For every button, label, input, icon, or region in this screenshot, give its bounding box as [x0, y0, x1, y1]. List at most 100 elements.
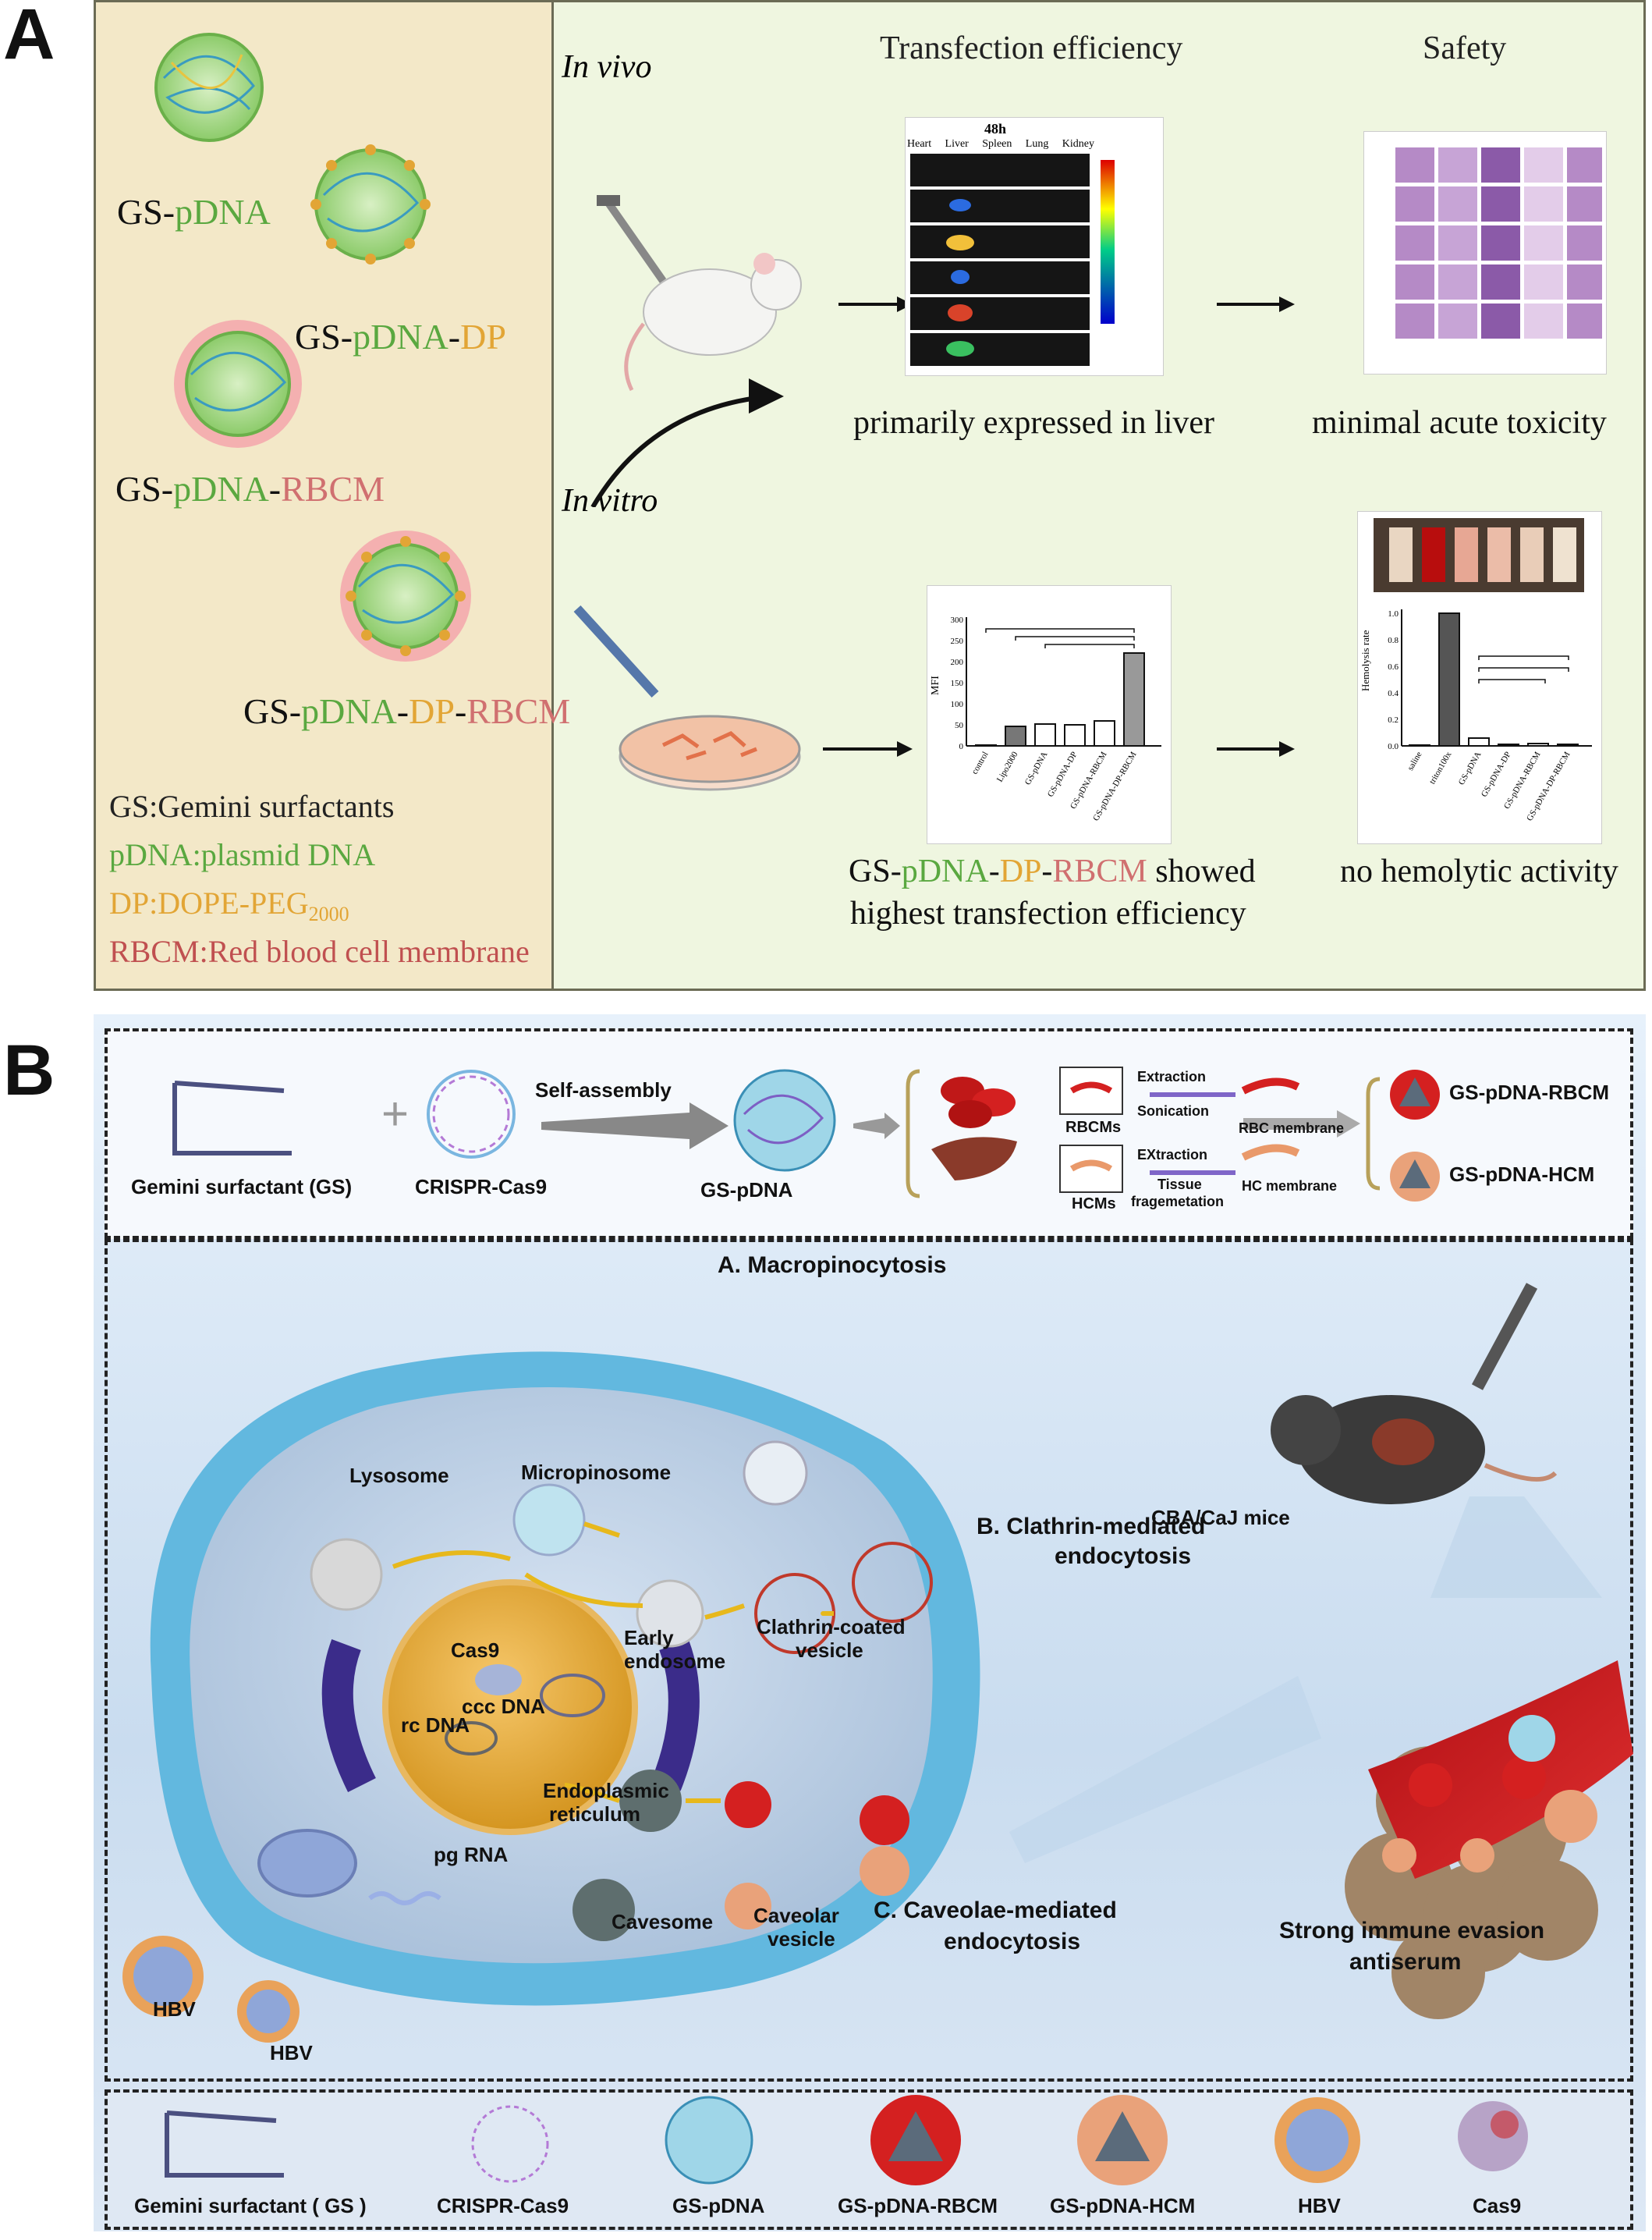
mfi-ytick: 0 — [959, 742, 964, 751]
er-right — [651, 1638, 700, 1791]
rc-dna-icon — [445, 1721, 498, 1755]
hemolysis-ytick: 0.0 — [1388, 742, 1399, 751]
nanoparticle-illustrations — [154, 33, 471, 662]
clathrin-label-1: B. Clathrin-mediated — [977, 1514, 1206, 1539]
rbc-membrane-label: RBC membrane — [1239, 1120, 1345, 1136]
hemolysis-ytick: 1.0 — [1388, 609, 1399, 619]
early-endosome-label-2: endosome — [624, 1649, 726, 1673]
hemolysis-ylabel: Hemolysis rate — [1360, 630, 1371, 691]
panel-b-letter: B — [3, 1031, 55, 1110]
immune-evasion-label-1: Strong immune evasion — [1279, 1918, 1545, 1944]
in-vivo-label: In vivo — [562, 49, 652, 85]
early-endosome-label-1: Early — [624, 1626, 674, 1649]
tissue-label: Tissue — [1157, 1177, 1202, 1192]
histology-figure — [1363, 131, 1607, 375]
hemolysis-bar — [1527, 743, 1549, 747]
hemolysis-bar — [1438, 612, 1460, 747]
extraction2-label: EXtraction — [1137, 1147, 1208, 1163]
organ-heart: Heart — [907, 138, 932, 150]
mfi-bar — [975, 744, 997, 747]
caveolar-vesicle-label-1: Caveolar — [753, 1904, 839, 1927]
caveolar-vesicle-label-2: vesicle — [768, 1927, 835, 1951]
hbv-label-2: HBV — [270, 2041, 313, 2064]
gs-pdna-rbcm-label: GS-pDNA-RBCM — [115, 469, 385, 509]
ivis-imaging-figure: 48h Heart Liver Spleen Lung Kidney — [905, 117, 1164, 376]
legend-cas9-icon — [1458, 2101, 1528, 2171]
hemolysis-ytick: 0.4 — [1388, 689, 1399, 698]
fragmentation-label: fragemetation — [1131, 1194, 1225, 1209]
gs-top-label: Gemini surfactant (GS) — [131, 1175, 353, 1198]
caveolae-label-2: endocytosis — [944, 1929, 1081, 1954]
mouse-injection-icon — [597, 195, 802, 392]
mfi-ytick: 250 — [951, 637, 964, 646]
caveolar-vesicle-icon — [725, 1781, 909, 1929]
organ-liver: Liver — [945, 138, 969, 150]
mfi-ylabel: MFI — [930, 676, 941, 695]
hemolysis-category: GS-pDNA — [1457, 750, 1484, 786]
nucleus — [382, 1579, 638, 1835]
legend-label-crispr: CRISPR-Cas9 — [437, 2194, 569, 2217]
clathrin-label-2: endocytosis — [1055, 1543, 1192, 1569]
crispr-top-label: CRISPR-Cas9 — [415, 1175, 548, 1198]
gs-pdna-rbcm-particle-icon — [174, 320, 302, 448]
hemolysis-ytick: 0.8 — [1388, 636, 1399, 645]
legend-label-gs-pdna: GS-pDNA — [672, 2194, 765, 2217]
gs-pdna-dp-particle-icon — [310, 144, 431, 264]
legend-icons — [165, 2095, 1528, 2185]
panel-a-letter: A — [3, 0, 55, 74]
self-assembly-arrow — [541, 1102, 729, 1149]
hemolysis-chart: Hemolysis rate 0.0 0.2 0.4 0.6 0.8 1.0 s… — [1357, 511, 1602, 844]
hemolysis-category: triton100x — [1427, 750, 1454, 786]
legend-gs-icon — [165, 2110, 284, 2178]
red-blood-cells-icon — [941, 1077, 1016, 1128]
mfi-bar — [1123, 652, 1145, 747]
in-vivo-flow — [590, 195, 1295, 507]
mfi-bar — [1005, 726, 1026, 747]
rc-dna-label: rc DNA — [401, 1713, 470, 1737]
heading-transfection: Transfection efficiency — [880, 30, 1183, 66]
rbcms-box — [1059, 1067, 1123, 1115]
hbv-label-1: HBV — [153, 1997, 196, 2021]
self-assembly-label: Self-assembly — [535, 1078, 672, 1102]
mouse-icon — [1271, 1395, 1558, 1504]
blood-vessel-icon — [1368, 1660, 1633, 1879]
mfi-category: Lipo2000 — [995, 750, 1020, 783]
gs-pdna-label: GS-pDNA — [117, 192, 271, 232]
legend-label-cas9: Cas9 — [1473, 2194, 1522, 2217]
syringe-icon — [1471, 1283, 1538, 1390]
pg-rna-icon — [368, 1891, 441, 1905]
mfi-category: GS-pDNA — [1023, 750, 1050, 786]
legend-hbv-icon — [1274, 2097, 1360, 2183]
mechanism-box — [105, 1239, 1633, 2082]
gs-pdna-dp-rbcm-label: GS-pDNA-DP-RBCM — [243, 691, 571, 731]
ccc-dna-label: ccc DNA — [462, 1695, 545, 1718]
legend-gs-pdna-hcm-icon — [1077, 2095, 1168, 2185]
gs-pdna-dp-rbcm-particle-icon — [340, 531, 471, 662]
legend-pdna: pDNA:plasmid DNA — [109, 837, 376, 872]
rbcms-label: RBCMs — [1065, 1119, 1122, 1136]
caveolae-label-1: C. Caveolae-mediated — [874, 1897, 1117, 1923]
mfi-ytick: 300 — [951, 616, 964, 625]
preparation-box — [105, 1028, 1633, 1239]
legend-dp: DP:DOPE-PEG2000 — [109, 886, 349, 925]
clathrin-vesicle-label-1: Clathrin-coated — [757, 1615, 906, 1638]
mfi-bar — [1064, 724, 1086, 747]
panel-a-formulation-box — [94, 0, 554, 991]
hemolysis-ytick: 0.6 — [1388, 662, 1399, 672]
legend-gs-pdna-icon — [665, 2096, 753, 2185]
cas9-label: Cas9 — [451, 1638, 500, 1662]
sonication-label: Sonication — [1137, 1103, 1210, 1119]
hemolysis-ytick: 0.2 — [1388, 715, 1399, 725]
hemolysis-bar — [1468, 737, 1490, 747]
legend-gs: GS:Gemini surfactants — [109, 789, 395, 824]
plus-icon: + — [381, 1088, 409, 1140]
hbv-outside-icon — [122, 1936, 300, 2043]
hemolysis-category: GS-pDNA-DP — [1480, 751, 1513, 799]
preparation-flow: + — [172, 1067, 1440, 1202]
clathrin-vesicle-label-2: vesicle — [796, 1638, 863, 1662]
organ-lung: Lung — [1025, 138, 1049, 150]
caption-toxicity: minimal acute toxicity — [1312, 405, 1607, 441]
organ-kidney: Kidney — [1062, 138, 1094, 150]
mfi-ytick: 100 — [951, 700, 964, 709]
legend-gs-pdna-rbcm-icon — [870, 2095, 961, 2185]
